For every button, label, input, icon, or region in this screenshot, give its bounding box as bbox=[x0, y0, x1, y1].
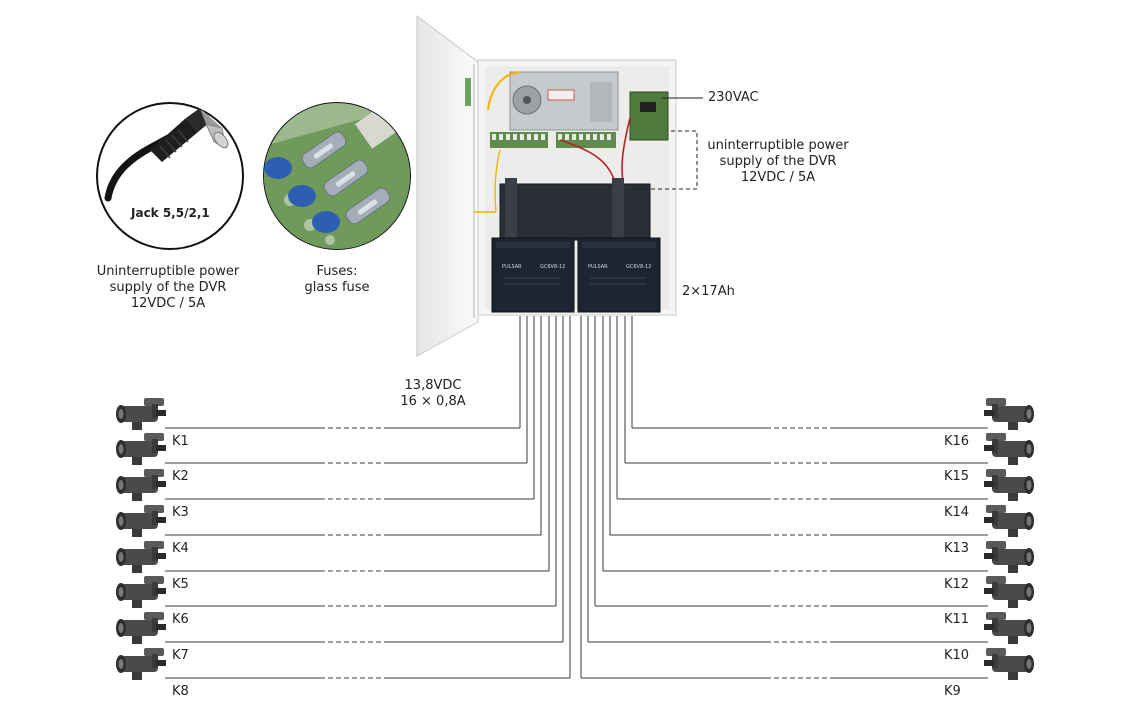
camera-label-left-4: K4 bbox=[172, 541, 189, 556]
camera-icon-left-5 bbox=[116, 541, 166, 573]
camera-label-left-8: K8 bbox=[172, 684, 189, 699]
camera-label-right-2: K15 bbox=[944, 469, 970, 484]
camera-label-right-8: K9 bbox=[944, 684, 961, 699]
output-line-1: 13,8VDC bbox=[404, 378, 462, 393]
dvr-supply-line-3: 12VDC / 5A bbox=[740, 170, 816, 185]
camera-icon-left-4 bbox=[116, 505, 166, 537]
camera-icon-left-8 bbox=[116, 648, 166, 680]
dvr-supply-left-line-1: Uninterruptible power bbox=[96, 264, 240, 279]
battery-label: 2×17Ah bbox=[682, 284, 735, 299]
camera-label-right-6: K11 bbox=[944, 612, 970, 627]
jack-inset bbox=[96, 102, 244, 250]
fuse-note: Fuses: glass fuse bbox=[290, 264, 384, 296]
dvr-supply-line-2: supply of the DVR bbox=[719, 154, 837, 169]
camera-label-left-7: K7 bbox=[172, 648, 189, 663]
camera-icon-right-1 bbox=[984, 398, 1034, 430]
fuse-inset bbox=[263, 102, 411, 250]
camera-icon-left-3 bbox=[116, 469, 166, 501]
dvr-supply-note-right: uninterruptible power supply of the DVR … bbox=[700, 138, 856, 186]
camera-icon-right-6 bbox=[984, 576, 1034, 608]
fuse-line-1: Fuses: bbox=[316, 264, 358, 279]
jack-label: Jack 5,5/2,1 bbox=[131, 206, 210, 220]
camera-label-left-3: K3 bbox=[172, 505, 189, 520]
camera-label-left-6: K6 bbox=[172, 612, 189, 627]
battery-brand-1: PULSAR bbox=[502, 264, 522, 270]
camera-label-right-3: K14 bbox=[944, 505, 970, 520]
camera-icon-left-2 bbox=[116, 433, 166, 465]
dvr-supply-note-left: Uninterruptible power supply of the DVR … bbox=[90, 264, 246, 312]
enclosure: PULSAR GC6V8-12 PULSAR GC6V8-12 bbox=[416, 14, 677, 357]
camera-label-left-1: K1 bbox=[172, 434, 189, 449]
camera-icon-right-5 bbox=[984, 541, 1034, 573]
battery-brand-2: PULSAR bbox=[588, 264, 608, 270]
battery-model-1: GC6V8-12 bbox=[540, 264, 565, 270]
mains-label: 230VAC bbox=[708, 90, 759, 105]
camera-label-right-4: K13 bbox=[944, 541, 970, 556]
camera-label-right-7: K10 bbox=[944, 648, 970, 663]
camera-label-left-5: K5 bbox=[172, 577, 189, 592]
dvr-supply-left-line-3: 12VDC / 5A bbox=[130, 296, 206, 311]
camera-icon-right-8 bbox=[984, 648, 1034, 680]
camera-icon-left-1 bbox=[116, 398, 166, 430]
output-line-2: 16 × 0,8A bbox=[400, 394, 466, 409]
camera-label-left-2: K2 bbox=[172, 469, 189, 484]
dvr-supply-line-1: uninterruptible power bbox=[707, 138, 849, 153]
battery-model-2: GC6V8-12 bbox=[626, 264, 651, 270]
camera-icon-right-2 bbox=[984, 433, 1034, 465]
camera-icon-left-6 bbox=[116, 576, 166, 608]
fuse-line-2: glass fuse bbox=[304, 280, 370, 295]
camera-group bbox=[116, 398, 1034, 680]
output-note: 13,8VDC 16 × 0,8A bbox=[390, 378, 476, 410]
camera-wires bbox=[165, 316, 988, 679]
camera-icon-right-3 bbox=[984, 469, 1034, 501]
camera-label-right-5: K12 bbox=[944, 577, 970, 592]
camera-label-right-1: K16 bbox=[944, 434, 970, 449]
dvr-supply-left-line-2: supply of the DVR bbox=[109, 280, 227, 295]
camera-icon-left-7 bbox=[116, 612, 166, 644]
camera-icon-right-7 bbox=[984, 612, 1034, 644]
camera-icon-right-4 bbox=[984, 505, 1034, 537]
